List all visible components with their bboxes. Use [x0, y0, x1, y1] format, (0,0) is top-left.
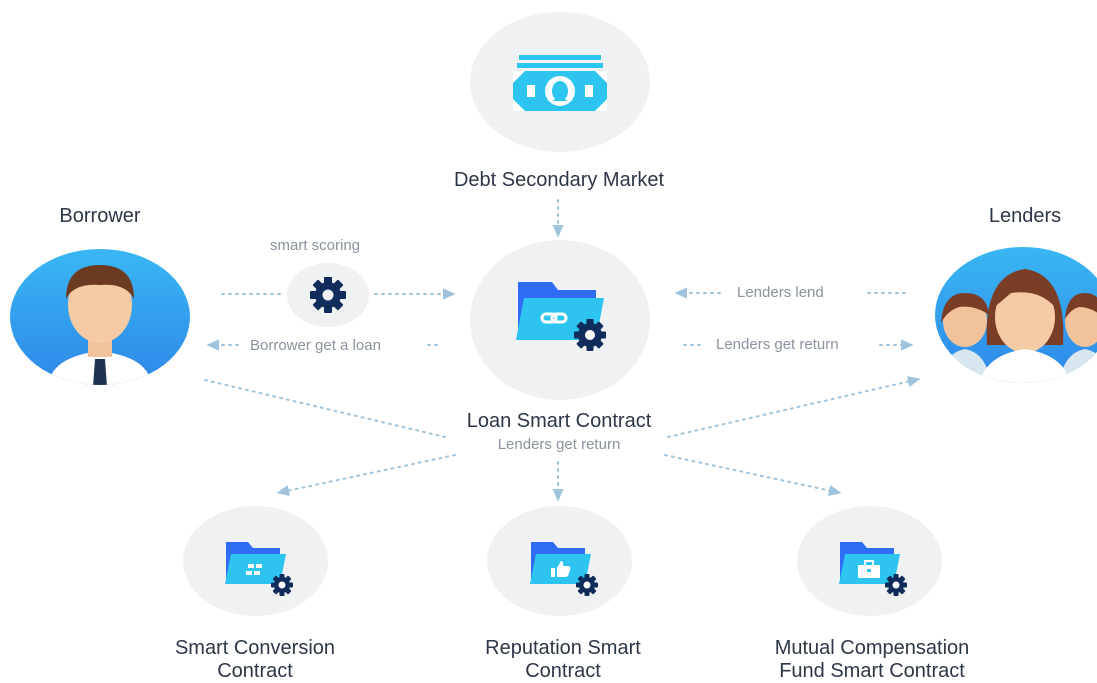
lenders-return-center-label: Lenders get return — [497, 436, 621, 453]
arrow-center-to-lenders — [667, 376, 921, 438]
borrower-avatar[interactable] — [8, 247, 198, 387]
folder-link-icon — [516, 282, 606, 351]
mutual-fund-label-line1: Mutual Compensation — [774, 637, 970, 659]
reputation-label-line2: Contract — [525, 660, 601, 682]
lenders-label: Lenders — [988, 205, 1062, 227]
arrow-center-to-conversion — [276, 454, 456, 497]
folder-briefcase-icon — [839, 542, 907, 596]
lenders-return-label: Lenders get return — [716, 336, 839, 353]
reputation-label-line1: Reputation Smart — [485, 637, 641, 659]
lenders-lend-label: Lenders lend — [737, 284, 824, 301]
folder-calculator-icon — [225, 542, 293, 596]
folder-thumbs-up-icon — [530, 542, 598, 596]
lenders-avatar[interactable] — [935, 245, 1097, 385]
mutual-fund-label-line2: Fund Smart Contract — [779, 660, 965, 682]
smart-scoring-label: smart scoring — [270, 237, 361, 254]
borrower-label: Borrower — [59, 205, 141, 227]
arrow-center-to-fund — [664, 454, 842, 496]
borrower-loan-label: Borrower get a loan — [250, 337, 381, 354]
money-icon — [513, 55, 607, 111]
gear-icon — [310, 277, 346, 313]
smart-conversion-label-line2: Contract — [217, 660, 293, 682]
loan-contract-label: Loan Smart Contract — [466, 410, 652, 432]
debt-market-label: Debt Secondary Market — [453, 169, 665, 191]
arrow-borrower-to-center — [204, 379, 446, 438]
smart-conversion-label-line1: Smart Conversion — [174, 637, 336, 659]
